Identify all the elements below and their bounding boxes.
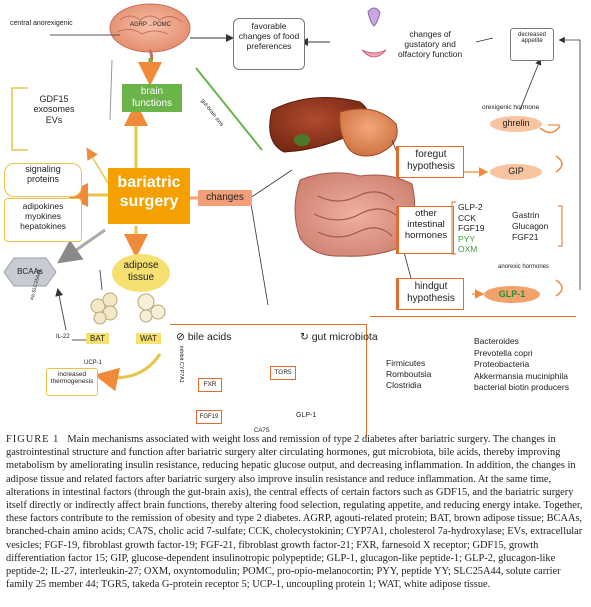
bile-acids-label: ⊘ bile acids [176, 331, 232, 343]
foregut-text: foregut hypothesis [407, 149, 455, 172]
signaling-proteins-box: signaling proteins [4, 163, 82, 197]
ca7s-label: CA7S [254, 428, 270, 434]
arrow-ghrelin-down [539, 125, 561, 134]
changes-box: changes [198, 190, 252, 206]
adipose-tissue-text: adipose tissue [123, 260, 159, 283]
agrp-pomc-label: AGRP→POMC [130, 22, 172, 28]
orexigenic-label: orexigenic hormone [482, 104, 540, 111]
arrow-to-thermogenesis [94, 353, 162, 392]
bat-label: BAT [86, 333, 109, 345]
arrow-to-gdf15 [86, 147, 109, 184]
ucp1-label: UCP-1 [84, 360, 103, 366]
bacteria-frame [370, 316, 576, 435]
arrow-slc25a44 [55, 288, 67, 331]
decreased-appetite-box: decreased appetite [510, 28, 554, 61]
gip-oval: GIP [490, 164, 542, 180]
foregut-hypothesis-box: foregut hypothesis [396, 146, 464, 178]
bcaas-label: BCAAs [17, 267, 43, 276]
gip-text: GIP [508, 166, 524, 176]
hormone-right-item: Glucagon [512, 221, 549, 231]
ghrelin-oval: ghrelin [490, 116, 542, 132]
line-intestine-hindgut [403, 251, 413, 283]
gdf15-line [109, 59, 113, 121]
gustatory-illustration [361, 7, 387, 58]
bile-glp1-label: GLP-1 [296, 412, 317, 419]
line-changes-bile [249, 197, 269, 306]
ghrelin-text: ghrelin [502, 118, 530, 128]
food-preferences-text: favorable changes of food preferences [238, 21, 300, 51]
gdf15-text: GDF15 exosomes EVs [33, 94, 75, 125]
line-ucp1 [99, 269, 103, 291]
wat-label: WAT [136, 333, 161, 345]
hormone-right-item: FGF21 [512, 232, 539, 242]
bile-acids-text: bile acids [187, 331, 232, 343]
hindgut-hypothesis-box: hindgut hypothesis [396, 278, 464, 310]
other-hormones-box: other intestinal hormones [396, 206, 454, 254]
hormone-left-item: PYY [458, 233, 476, 244]
fgf19-box: FGF19 [196, 410, 222, 424]
line-changes-organs [249, 169, 293, 199]
changes-text: changes [206, 192, 244, 203]
tgr5-box: TGR5 [270, 366, 296, 380]
hormone-brackets [451, 201, 563, 255]
arrow-gip-up [555, 155, 563, 173]
arrow-glp1-up [555, 279, 563, 297]
brain-functions-box: brain functions [122, 84, 182, 112]
caption-text: Main mechanisms associated with weight l… [6, 434, 583, 591]
kines-box: adipokines myokines hepatokines [4, 198, 82, 242]
gut-microbiota-text: gut microbiota [311, 331, 378, 343]
figure-label: FIGURE 1 [6, 434, 60, 445]
other-hormones-text: other intestinal hormones [404, 208, 448, 241]
hormone-left-item: CCK [458, 212, 476, 223]
bacteria-left-list: Firmicutes Romboutsia Clostridia [386, 358, 432, 390]
arrow-to-bcaas [57, 228, 106, 264]
il22-label: IL-22 [56, 334, 70, 340]
brain-functions-text: brain functions [131, 86, 173, 109]
hormone-left-item: GLP-2 [458, 202, 483, 212]
bacteria-right-list: Bacteroides Prevotella copri Proteobacte… [474, 336, 569, 392]
cyp7a1-label: inhibit CYP7A1 [178, 346, 184, 383]
arrow-anorexic-appetite [558, 36, 581, 290]
gustatory-text: changes of gustatory and olfactory funct… [398, 29, 463, 59]
thermogenesis-box: increased thermogenesis [46, 368, 98, 396]
gdf15-box: GDF15 exosomes EVs [28, 88, 80, 138]
bariatric-surgery-text: bariatric surgery [117, 174, 181, 211]
diagram-graphics [3, 3, 581, 430]
central-anorexigenic-label: central anorexigenic [10, 20, 73, 27]
hormone-right-item: Gastrin [512, 210, 540, 220]
gut-brain-axis-arrow [195, 67, 263, 151]
bariatric-surgery-box: bariatric surgery [108, 168, 190, 224]
food-preferences-box: favorable changes of food preferences [233, 18, 305, 70]
adipose-tissue-oval: adipose tissue [112, 254, 170, 292]
arrow-orexigenic-appetite [519, 58, 542, 111]
line-appetite-gustatory [475, 37, 494, 43]
glp1-oval: GLP-1 [484, 286, 540, 303]
anorexic-hormones-label: anorexic hormones [498, 264, 550, 270]
bcaas-hexagon [3, 257, 57, 287]
adipose-cells-illustration [90, 292, 166, 325]
gut-microbiota-label: ↻ gut microbiota [300, 331, 378, 343]
hormone-left-item: FGF19 [458, 223, 485, 233]
fxr-box: FXR [198, 378, 222, 392]
glp1-text: GLP-1 [498, 289, 526, 299]
mechanism-diagram: central anorexigenic AGRP→POMC favorable… [3, 3, 581, 437]
hindgut-text: hindgut hypothesis [407, 281, 455, 304]
gut-organs-illustration [269, 97, 416, 257]
gdf15-bracket [11, 87, 28, 151]
hormone-left-item: OXM [458, 244, 478, 254]
